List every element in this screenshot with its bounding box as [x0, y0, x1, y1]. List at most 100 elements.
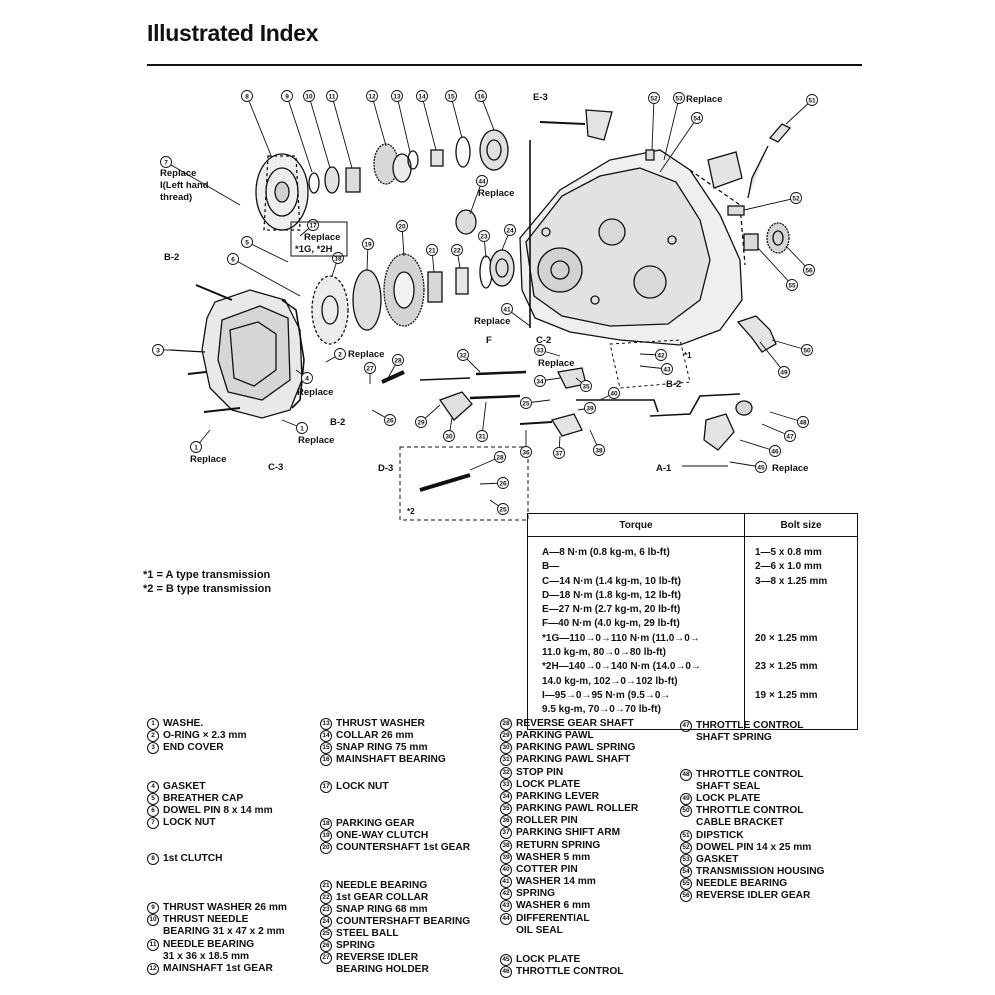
legend-text: BREATHER CAP — [163, 793, 244, 804]
legend-number: 53 — [680, 854, 692, 866]
bolt-size: 20 × 1.25 mm — [744, 632, 858, 648]
bolt-size: 3—8 x 1.25 mm — [744, 575, 858, 590]
note-type-a: *1 = A type transmission — [143, 569, 271, 581]
callout-circle — [301, 372, 313, 384]
torque-spec: *2H—140→0→140 N·m (14.0→0→ — [542, 661, 701, 673]
callout-number: 19 — [364, 241, 372, 248]
torque-spec: A—8 N·m (0.8 kg-m, 6 lb-ft) — [542, 547, 670, 558]
legend-text: LOCK PLATE — [516, 779, 581, 790]
legend-item: 20 COUNTERSHAFT 1st GEAR — [320, 842, 470, 854]
type-notes: *1 = A type transmission *2 = B type tra… — [143, 568, 271, 596]
label-a1: A-1 — [656, 463, 672, 474]
callout-circle — [281, 90, 293, 102]
bolt-size — [744, 589, 858, 605]
callout-circle — [786, 279, 798, 291]
legend-text: WASHER 5 mm — [516, 852, 591, 863]
legend-number: 36 — [500, 815, 512, 827]
legend-text: SHAFT SPRING — [696, 732, 772, 743]
bolt-size: 19 × 1.25 mm — [744, 689, 858, 705]
legend-number: 33 — [500, 779, 512, 791]
dipstick-shape — [747, 123, 792, 199]
parking-shift-arm-shape — [550, 413, 583, 437]
legend-number: 2 — [147, 730, 159, 742]
callout-leader — [480, 95, 495, 131]
legend-number: 8 — [147, 853, 159, 865]
legend-number: 56 — [680, 890, 692, 902]
label-star1: *1 — [684, 351, 692, 360]
callout-number: 36 — [522, 449, 530, 456]
callout-circle — [801, 344, 813, 356]
callout-leader — [739, 439, 776, 452]
note-type-b: *2 = B type transmission — [143, 583, 272, 595]
callout-circle — [494, 451, 506, 463]
legend-text: MAINSHAFT BEARING — [336, 754, 446, 765]
legend-text: GASKET — [163, 781, 206, 792]
legend-number: 10 — [147, 914, 159, 926]
callout-number: 41 — [503, 306, 511, 313]
legend-text: DOWEL PIN 14 x 25 mm — [696, 842, 812, 853]
callout-number: 7 — [164, 159, 168, 166]
legend-number: 20 — [320, 842, 332, 854]
label-replace-17: Replace — [304, 232, 340, 243]
mainshaft-gear-shape — [373, 143, 412, 185]
legend-text: ONE-WAY CLUTCH — [336, 830, 429, 841]
legend-number: 5 — [147, 793, 159, 805]
callout-number: 28 — [496, 454, 504, 461]
callout-circle — [416, 90, 428, 102]
legend-number: 3 — [147, 742, 159, 754]
reverse-gear-shaft-shape — [381, 370, 405, 384]
legend-text: PARKING PAWL SHAFT — [516, 754, 631, 765]
legend-number: 1 — [147, 718, 159, 730]
callout-number: 2 — [338, 351, 342, 358]
torque-spec: *1G—110→0→110 N·m (11.0→0→ — [542, 632, 700, 644]
callout-circle — [534, 375, 546, 387]
oil-seal-shape — [455, 209, 477, 235]
label-replace-1b: Replace — [190, 454, 226, 465]
legend-text: THRUST WASHER — [336, 718, 425, 729]
legend-number: 16 — [320, 754, 332, 766]
legend-number: 9 — [147, 902, 159, 914]
callout-circle — [755, 461, 767, 473]
page-title: Illustrated Index — [147, 20, 319, 46]
label-g-h: *1G, *2H — [295, 244, 333, 255]
callout-circle — [497, 477, 509, 489]
callout-number: 24 — [506, 227, 514, 234]
callout-circle — [504, 224, 516, 236]
torque-row: *1G—110→0→110 N·m (11.0→0→ 20 × 1.25 mm — [528, 632, 858, 648]
callout-circle — [190, 441, 202, 453]
callout-number: 9 — [285, 93, 289, 100]
legend-text: NEEDLE BEARING — [696, 878, 788, 889]
torque-spec: C—14 N·m (1.4 kg-m, 10 lb-ft) — [542, 575, 681, 587]
callout-circle — [580, 380, 592, 392]
torque-header: Torque — [527, 513, 745, 537]
legend-text: WASHER 6 mm — [516, 900, 591, 911]
legend-text: LOCK PLATE — [696, 793, 761, 804]
callout-leader — [421, 95, 437, 151]
legend-text: STEEL BALL — [336, 928, 399, 939]
callout-number: 52 — [650, 95, 658, 102]
legend-text: DOWEL PIN 8 x 14 mm — [163, 805, 273, 816]
thrust-washer-13-shape — [407, 150, 419, 170]
bolt-size: 23 × 1.25 mm — [744, 661, 858, 676]
callout-number: 8 — [245, 93, 249, 100]
thrust-bearing-shape — [324, 166, 340, 194]
legend-text: COUNTERSHAFT 1st GEAR — [336, 842, 471, 853]
callout-leader — [396, 95, 411, 153]
callout-circle — [227, 253, 239, 265]
callout-number: 25 — [522, 400, 530, 407]
legend-text: THROTTLE CONTROL — [696, 720, 804, 731]
callout-circle — [593, 444, 605, 456]
legend-text: OIL SEAL — [516, 925, 563, 936]
